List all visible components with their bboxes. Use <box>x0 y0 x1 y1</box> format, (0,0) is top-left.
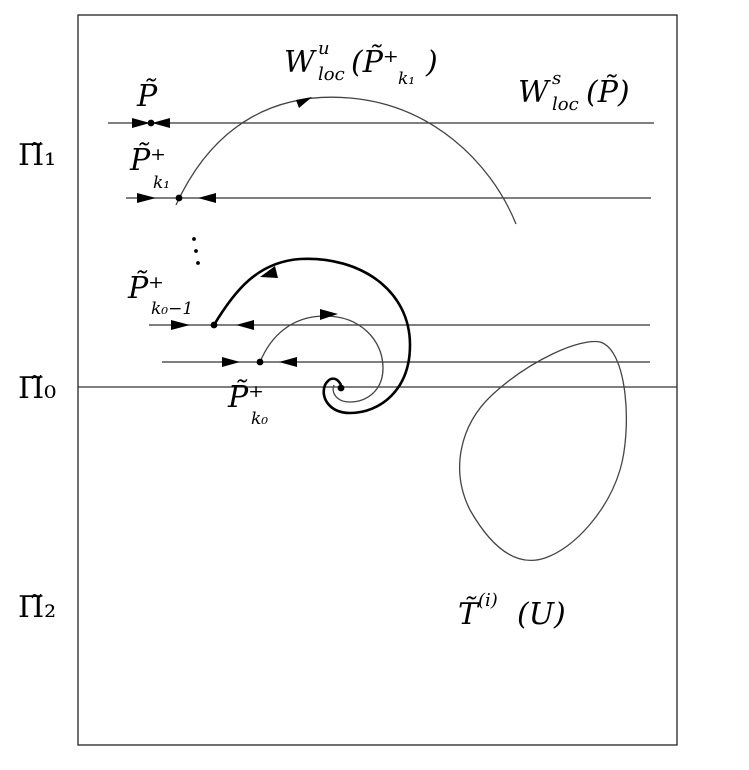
label-point-p: P̃ <box>136 79 158 114</box>
label-image-t: T̃ <box>458 597 480 632</box>
label-unstable-arg-sub: k₁ <box>398 69 415 89</box>
label-stable-w: W <box>518 75 551 110</box>
ellipsis-dot-3 <box>196 261 200 265</box>
label-stable-sub: loc <box>552 94 579 115</box>
thin-spiral-arrow <box>320 309 338 320</box>
label-image-arg: (U) <box>517 597 566 632</box>
arrow-pk0m1-right <box>236 320 254 330</box>
label-point-pk0-sub: k₀ <box>251 409 268 429</box>
label-unstable-w: W <box>284 45 317 80</box>
point-p-dot <box>147 119 155 127</box>
label-point-pk1-sub: k₁ <box>153 173 170 193</box>
label-unstable-close: ) <box>425 45 438 80</box>
arrow-p-right <box>152 118 170 128</box>
label-stable-arg: (P̃) <box>586 75 630 110</box>
stable-arrows <box>132 118 297 367</box>
label-unstable-arg: (P̃⁺ <box>351 45 399 80</box>
label-unstable-sup: u <box>318 38 330 59</box>
label-point-pk0: P̃⁺ <box>227 380 264 415</box>
label-unstable-sub: loc <box>318 64 345 85</box>
points <box>147 119 345 392</box>
arrow-pk1-right <box>198 193 216 203</box>
ellipsis-dot-2 <box>194 249 198 253</box>
label-point-pk0m1-sub: k₀−1 <box>151 299 193 319</box>
arrow-pk0m1-left <box>171 320 190 330</box>
point-pk0-dot <box>256 358 264 366</box>
label-image-sup: (i) <box>478 590 498 611</box>
label-stable-sup: s <box>552 68 561 89</box>
arrow-pk0-right <box>279 357 297 367</box>
point-pk1-dot <box>175 194 183 202</box>
spiral-center-dot <box>337 384 345 392</box>
label-pi2: Π̃₂ <box>18 590 56 625</box>
frame-box <box>77 14 678 746</box>
unstable-manifold-arc <box>175 96 517 225</box>
point-pk0m1-dot <box>210 321 218 329</box>
image-set-blob <box>459 340 627 561</box>
thin-spiral <box>259 315 384 403</box>
bold-spiral <box>212 257 412 415</box>
ellipsis-dot-1 <box>192 237 196 241</box>
arrow-p-left <box>132 118 150 128</box>
arrow-pk0-left <box>222 357 240 367</box>
label-pi1: Π̃₁ <box>18 138 56 173</box>
label-point-pk0m1: P̃⁺ <box>127 271 164 306</box>
arrow-pk1-left <box>137 193 156 203</box>
bold-spiral-arrow <box>260 266 278 278</box>
unstable-arc-arrow <box>296 97 312 108</box>
label-point-pk1: P̃⁺ <box>129 143 166 178</box>
label-pi0: Π̃₀ <box>18 371 56 406</box>
